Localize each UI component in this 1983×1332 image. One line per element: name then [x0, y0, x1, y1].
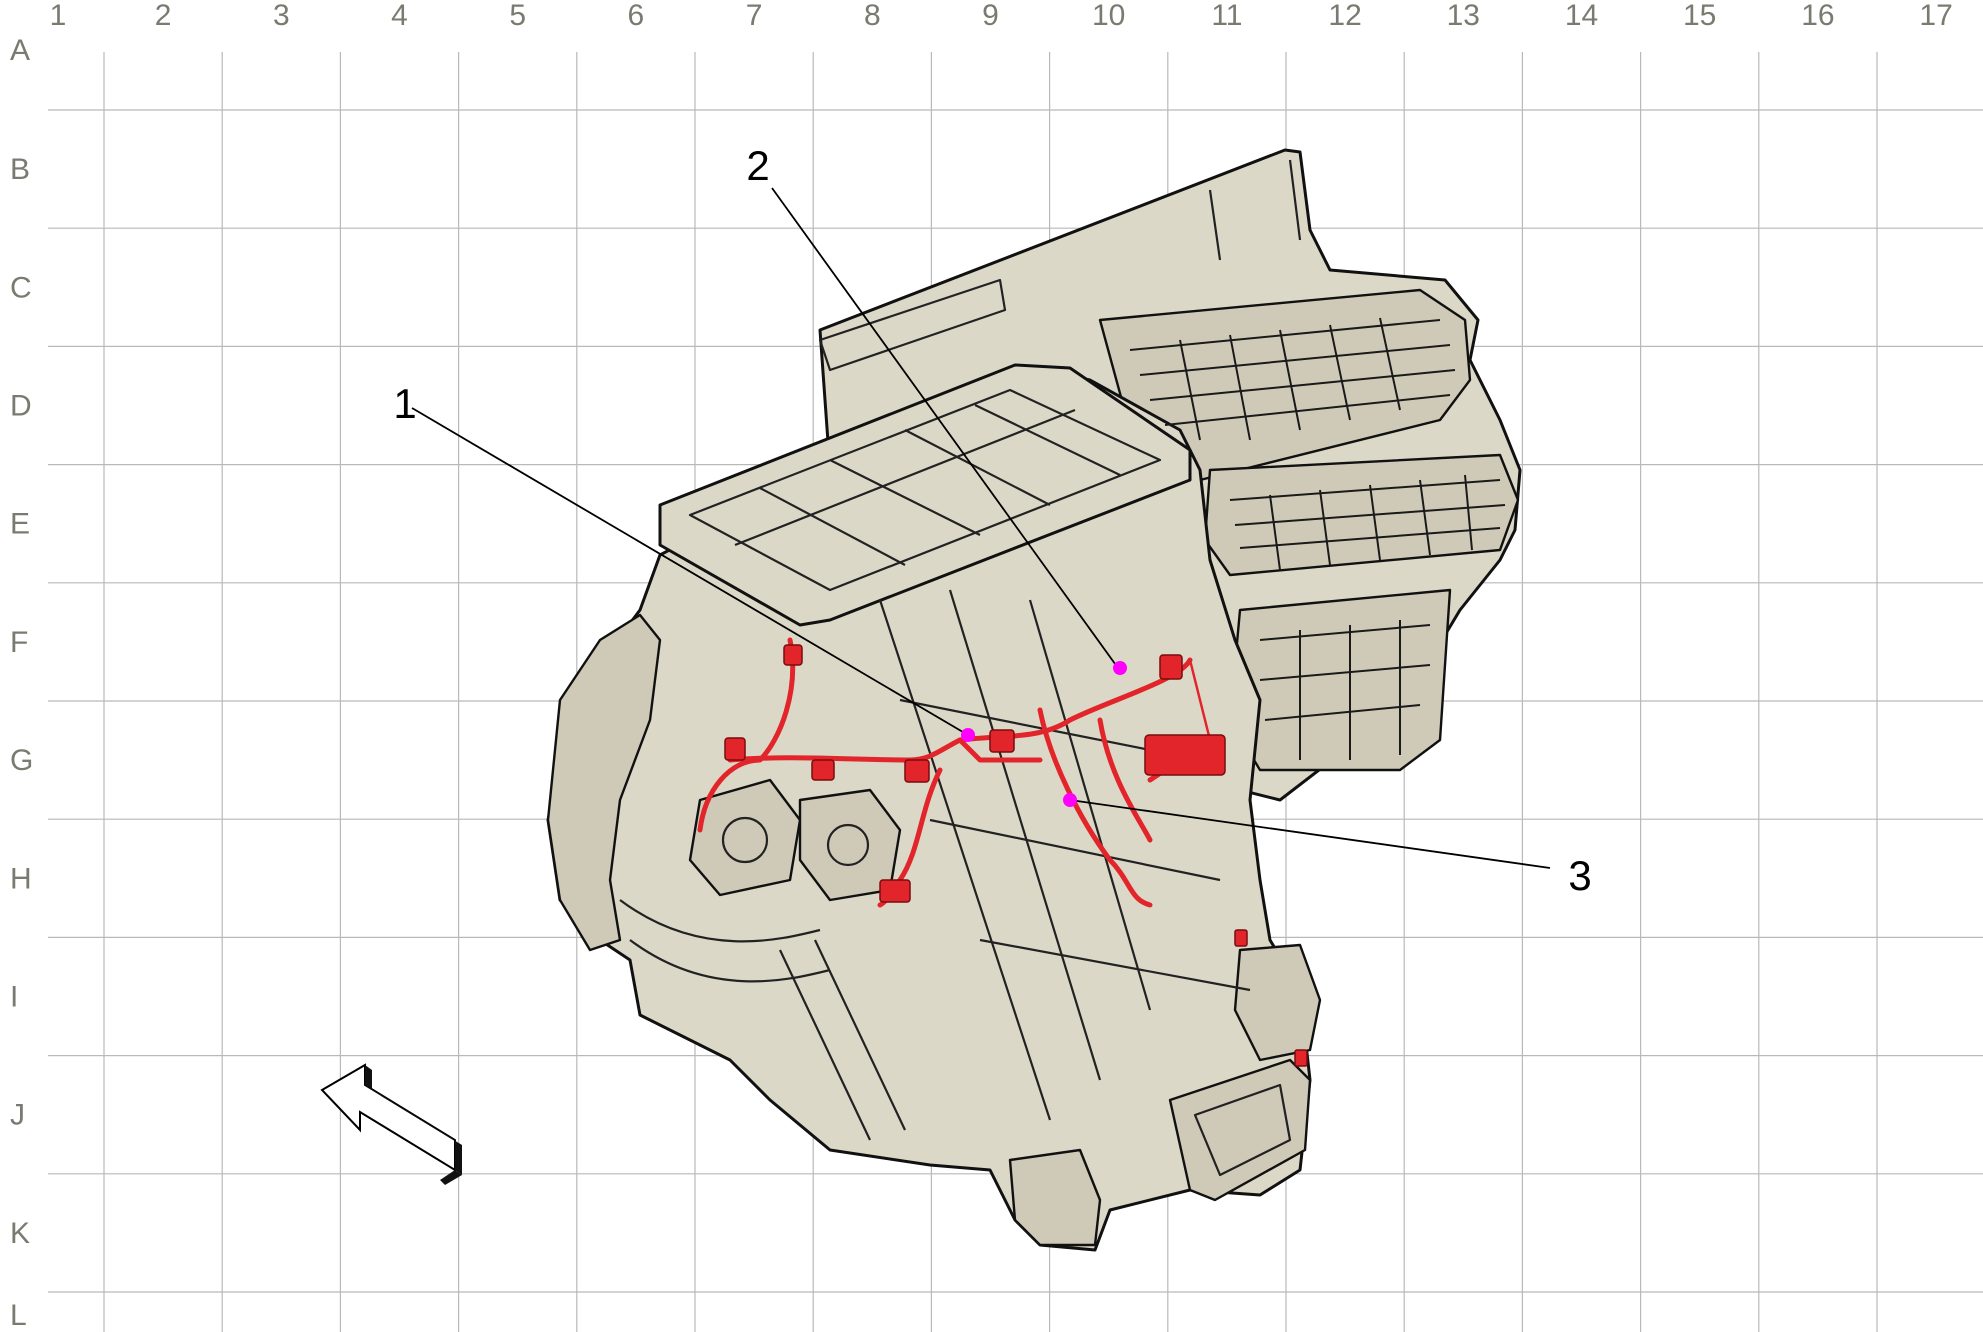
- grid-row-label: K: [10, 1217, 30, 1250]
- grid-column-label: 10: [1092, 0, 1125, 32]
- forward-arrow-icon: [320, 1063, 462, 1185]
- grid-column-label: 15: [1683, 0, 1716, 32]
- callout-2-marker: [1113, 661, 1127, 675]
- callout-number-2: 2: [746, 142, 769, 189]
- grid-row-label: F: [10, 626, 28, 659]
- grid-column-label: 2: [155, 0, 172, 32]
- grid-column-label: 5: [509, 0, 526, 32]
- grid-column-label: 14: [1565, 0, 1598, 32]
- grid-row-label: I: [10, 981, 18, 1014]
- grid-row-label: B: [10, 153, 30, 186]
- grid-column-label: 1: [50, 0, 67, 32]
- grid-row-label: H: [10, 862, 32, 895]
- grid-column-label: 9: [982, 0, 999, 32]
- callout-leaders: [411, 187, 1551, 869]
- grid-column-label: 4: [391, 0, 408, 32]
- grid-row-label: C: [10, 271, 32, 304]
- grid-column-label: 17: [1919, 0, 1952, 32]
- harness-connectors: [724, 644, 1308, 1067]
- grid-row-label: G: [10, 744, 33, 777]
- grid-column-label: 7: [746, 0, 763, 32]
- grid-column-label: 11: [1211, 0, 1242, 32]
- hvac-module-housing: [546, 148, 1522, 1252]
- grid-column-label: 6: [628, 0, 645, 32]
- grid-column-label: 13: [1447, 0, 1480, 32]
- callout-1-marker: [961, 728, 975, 742]
- callout-3-marker: [1063, 793, 1077, 807]
- grid-row-label: J: [10, 1099, 25, 1132]
- grid-row-label: E: [10, 508, 30, 541]
- grid-row-label: D: [10, 390, 32, 423]
- grid-column-label: 8: [864, 0, 881, 32]
- grid-column-label: 3: [273, 0, 290, 32]
- callout-number-3: 3: [1568, 852, 1591, 899]
- callout-number-1: 1: [393, 380, 416, 427]
- blower-grille: [1129, 317, 1506, 760]
- grid-row-label: L: [10, 1299, 27, 1332]
- grid-column-label: 12: [1328, 0, 1361, 32]
- grid-column-label: 16: [1801, 0, 1834, 32]
- grid-row-label: A: [10, 34, 30, 67]
- grid-row-labels: A B C D E F G H I J K L: [10, 34, 33, 1332]
- callout-markers: [961, 661, 1127, 807]
